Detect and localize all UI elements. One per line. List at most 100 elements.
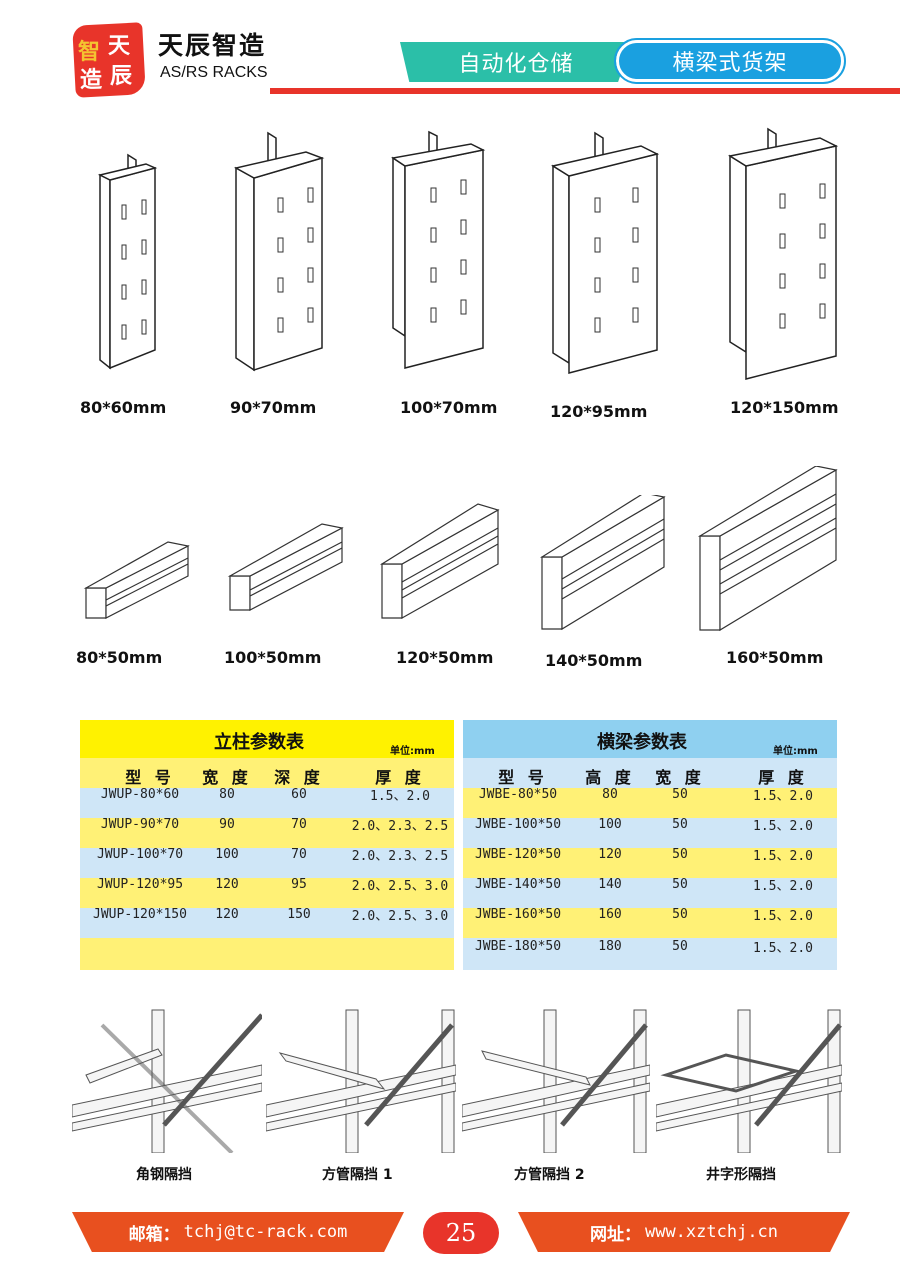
cell-thickness: 1.5、2.0 (370, 788, 430, 804)
beam-label: 140*50mm (545, 651, 643, 670)
table-row (463, 938, 837, 970)
upright-illustration (218, 128, 333, 378)
cell-model: JWUP-80*60 (100, 786, 180, 802)
email-label: 邮箱： (128, 1224, 180, 1245)
upright-illustration (722, 124, 847, 384)
upright-illustration (80, 150, 165, 375)
table-unit: 单位:mm (773, 746, 818, 757)
cell-model: JWBE-160*50 (474, 906, 562, 922)
table-title: 横梁参数表 (597, 732, 687, 753)
accessory-illustration (656, 1005, 842, 1153)
table-row (463, 878, 837, 908)
product-banner: 横梁式货架 (614, 38, 846, 84)
cell-thickness: 2.0、2.3、2.5 (351, 818, 449, 834)
page-number: 25 (423, 1212, 499, 1254)
table-row (463, 818, 837, 848)
accessory-label: 方管隔挡 1 (322, 1167, 393, 1183)
upright-label: 90*70mm (230, 398, 317, 417)
beam-illustration (226, 522, 346, 612)
beam-illustration (82, 540, 192, 620)
cell-width: 120 (215, 906, 239, 922)
accessory-label: 角钢隔挡 (136, 1167, 192, 1183)
column-header: 厚 度 (758, 768, 808, 787)
beam-illustration (378, 502, 503, 622)
cell-height: 120 (598, 846, 622, 862)
cell-model: JWBE-80*50 (478, 786, 558, 802)
cell-width: 50 (672, 938, 688, 954)
cell-depth: 60 (291, 786, 307, 802)
brand-logo: 智 天 造 辰 (72, 22, 146, 98)
table-row (463, 908, 837, 938)
footer-email[interactable]: 邮箱： tchj@tc-rack.com (72, 1212, 404, 1252)
cell-model: JWUP-120*95 (96, 876, 184, 892)
cell-thickness: 1.5、2.0 (753, 908, 813, 924)
beam-parameter-table: 横梁参数表 单位:mm 型 号 高 度 宽 度 厚 度 JWBE-80*50 8… (463, 720, 837, 970)
cell-thickness: 2.0、2.5、3.0 (351, 878, 449, 894)
beam-label: 80*50mm (76, 648, 163, 667)
logo-char: 造 (80, 67, 103, 93)
brand-name-cn: 天辰智造 (158, 31, 267, 60)
cell-depth: 70 (291, 846, 307, 862)
table-row (80, 938, 454, 970)
table-row (80, 818, 454, 848)
cell-model: JWBE-120*50 (474, 846, 562, 862)
logo-char: 智 (78, 39, 101, 65)
cell-height: 100 (598, 816, 622, 832)
email-value[interactable]: tchj@tc-rack.com (183, 1222, 348, 1242)
beam-label: 120*50mm (396, 648, 494, 667)
table-header-row (80, 758, 454, 788)
table-header-row (463, 758, 837, 788)
cell-model: JWUP-120*150 (93, 906, 187, 922)
cell-width: 90 (219, 816, 235, 832)
cell-width: 100 (215, 846, 239, 862)
accessory-label: 方管隔挡 2 (514, 1167, 585, 1183)
cell-thickness: 1.5、2.0 (753, 878, 813, 894)
accessory-label: 井字形隔挡 (706, 1167, 776, 1183)
table-unit: 单位:mm (390, 746, 435, 757)
upright-illustration (385, 128, 495, 373)
cell-depth: 70 (291, 816, 307, 832)
cell-width: 50 (672, 786, 688, 802)
column-header: 型 号 (498, 768, 548, 787)
column-header: 深 度 (274, 768, 324, 787)
cell-width: 50 (672, 816, 688, 832)
accessory-illustration (266, 1005, 456, 1153)
column-header: 型 号 (125, 768, 175, 787)
cell-thickness: 2.0、2.3、2.5 (351, 848, 449, 864)
cell-height: 160 (598, 906, 622, 922)
table-title-bar (80, 720, 454, 758)
website-value[interactable]: www.xztchj.cn (644, 1222, 779, 1242)
cell-thickness: 1.5、2.0 (753, 788, 813, 804)
table-row (80, 908, 454, 938)
column-header: 宽 度 (202, 768, 252, 787)
accessory-illustration (72, 1005, 262, 1153)
header-divider (270, 88, 900, 94)
upright-parameter-table: 立柱参数表 单位:mm 型 号 宽 度 深 度 厚 度 JWUP-80*60 8… (80, 720, 454, 970)
upright-label: 120*150mm (730, 398, 839, 417)
cell-model: JWBE-140*50 (474, 876, 562, 892)
beam-label: 160*50mm (726, 648, 824, 667)
upright-illustration (545, 128, 665, 378)
upright-label: 120*95mm (550, 402, 648, 421)
cell-width: 50 (672, 906, 688, 922)
website-label: 网址： (589, 1224, 641, 1245)
logo-char: 天 (108, 33, 131, 59)
cell-thickness: 1.5、2.0 (753, 848, 813, 864)
table-row (463, 788, 837, 818)
cell-width: 120 (215, 876, 239, 892)
cell-depth: 150 (287, 906, 311, 922)
beam-illustration (538, 495, 668, 635)
cell-width: 50 (672, 846, 688, 862)
cell-width: 80 (219, 786, 235, 802)
cell-thickness: 2.0、2.5、3.0 (351, 908, 449, 924)
beam-illustration (696, 466, 841, 636)
column-header: 高 度 (585, 768, 635, 787)
logo-char: 辰 (110, 63, 133, 89)
table-row (80, 878, 454, 908)
cell-model: JWUP-100*70 (96, 846, 184, 862)
table-title-bar (463, 720, 837, 758)
footer-website[interactable]: 网址： www.xztchj.cn (518, 1212, 850, 1252)
upright-label: 100*70mm (400, 398, 498, 417)
upright-label: 80*60mm (80, 398, 167, 417)
cell-thickness: 1.5、2.0 (753, 940, 813, 956)
